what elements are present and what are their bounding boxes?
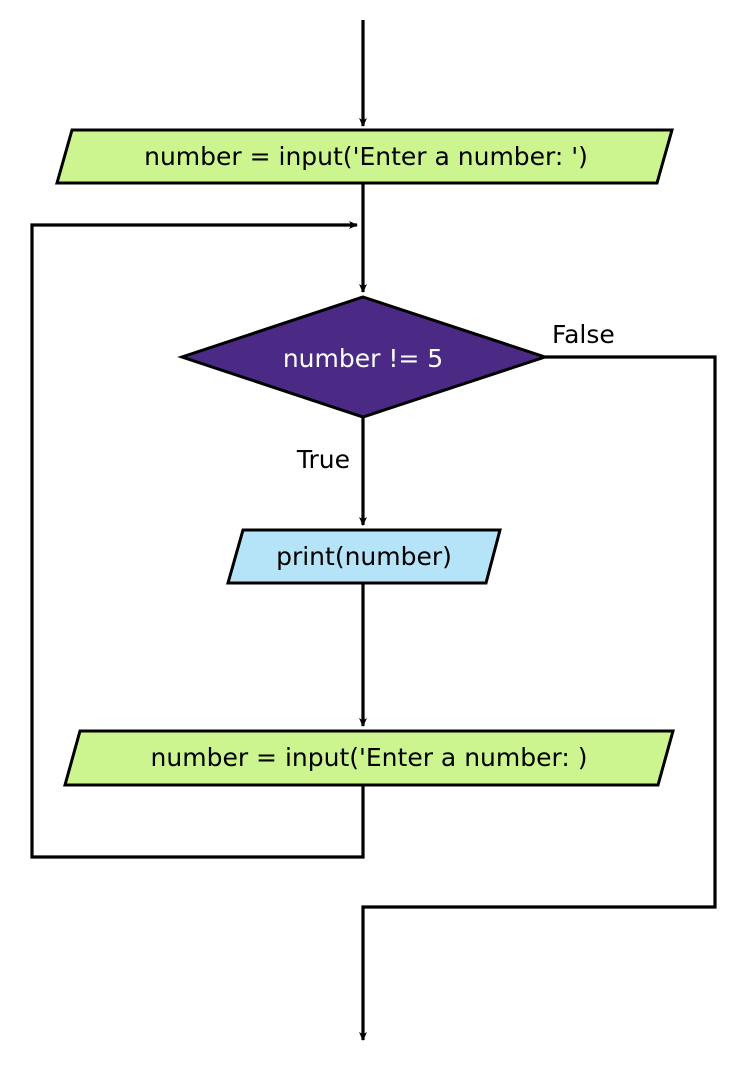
edge-label-false: False <box>552 320 615 349</box>
condition-shape <box>177 295 550 419</box>
edge-label-true: True <box>296 445 350 474</box>
input-first-shape <box>55 128 674 185</box>
node-input-second[interactable]: number = input('Enter a number: ) <box>63 729 675 787</box>
edge-loop-back <box>30 220 365 859</box>
node-print-number[interactable]: print(number) <box>226 528 502 585</box>
condition-label: number != 5 <box>283 344 443 373</box>
edge-false-branch <box>359 355 717 1041</box>
node-condition[interactable]: number != 5 <box>177 295 550 419</box>
node-input-first[interactable]: number = input('Enter a number: ') <box>55 128 674 185</box>
print-number-shape <box>226 528 502 585</box>
print-number-label: print(number) <box>276 542 452 571</box>
input-second-shape <box>63 729 675 787</box>
input-second-label: number = input('Enter a number: ) <box>151 743 588 772</box>
input-first-label: number = input('Enter a number: ') <box>144 142 588 171</box>
